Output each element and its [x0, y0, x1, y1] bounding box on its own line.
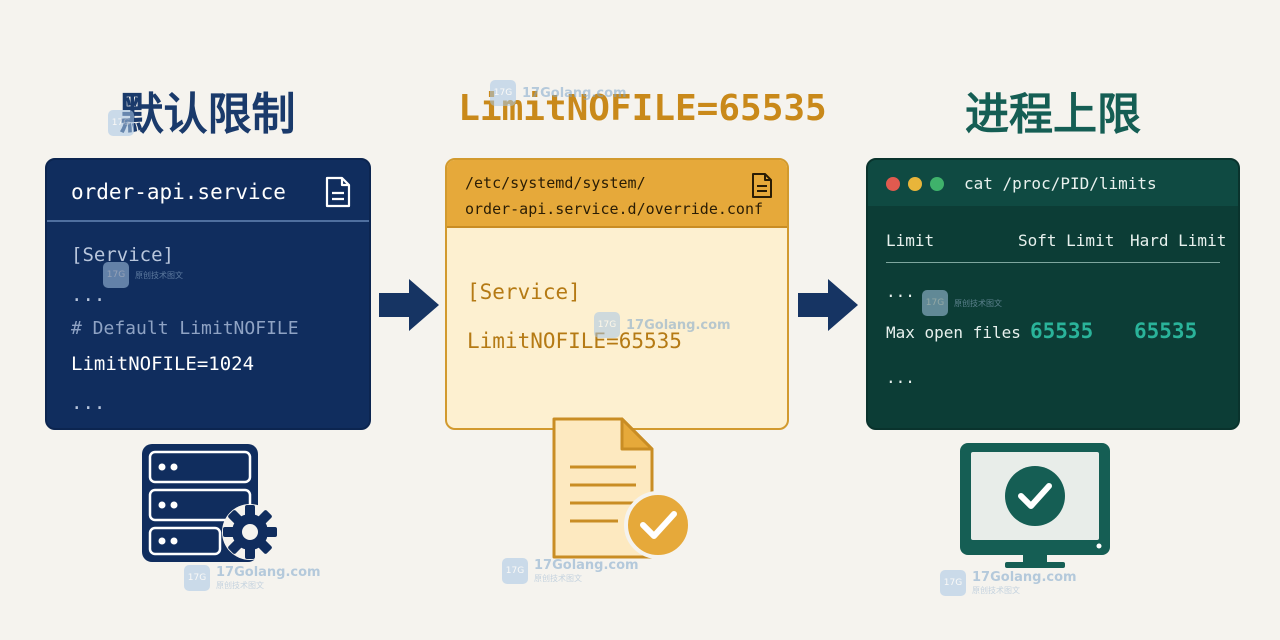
terminal-title-bar: cat /proc/PID/limits — [868, 160, 1238, 206]
watermark-tagline: 原创技术图文 — [534, 574, 582, 583]
watermark: 17G — [108, 110, 134, 136]
watermark-logo-icon: 17G — [594, 312, 620, 338]
file-icon — [752, 173, 772, 198]
process-limits-terminal: cat /proc/PID/limits Limit Soft Limit Ha… — [866, 158, 1240, 430]
server-gear-icon — [142, 444, 278, 562]
column-header-limit: Limit — [886, 231, 935, 250]
default-service-title: order-api.service — [71, 180, 286, 204]
minimize-dot-icon — [908, 177, 922, 191]
watermark-logo-icon: 17G — [940, 570, 966, 596]
watermark-tagline: 原创技术图文 — [954, 298, 1002, 308]
document-check-icon — [552, 417, 692, 559]
override-conf-panel: /etc/systemd/system/ order-api.service.d… — [445, 158, 789, 430]
watermark: 17G 原创技术图文 — [103, 262, 183, 288]
ellipsis-top: ... — [886, 282, 915, 301]
heading-process-limit: 进程上限 — [965, 89, 1141, 140]
watermark-site: 17Golang.com — [626, 317, 731, 333]
config-line: [Service] — [71, 244, 174, 266]
watermark: 17G 原创技术图文 — [922, 290, 1002, 316]
maximize-dot-icon — [930, 177, 944, 191]
override-conf-header: /etc/systemd/system/ order-api.service.d… — [447, 160, 787, 228]
file-icon — [325, 176, 351, 208]
override-path-line2: order-api.service.d/override.conf — [465, 200, 764, 218]
column-header-hard-limit: Hard Limit — [1130, 231, 1227, 250]
watermark-logo-icon: 17G — [490, 80, 516, 106]
column-header-soft-limit: Soft Limit — [1018, 231, 1115, 250]
watermark-site: 17Golang.com — [522, 85, 627, 101]
row-label-max-open-files: Max open files — [886, 323, 1021, 342]
config-line: ... — [71, 284, 106, 306]
watermark-tagline: 原创技术图文 — [972, 586, 1020, 595]
watermark-logo-icon: 17G — [108, 110, 134, 136]
override-limit-line: LimitNOFILE=65535 — [467, 329, 682, 353]
watermark: 17G 17Golang.com — [490, 80, 627, 106]
watermark-tagline: 原创技术图文 — [216, 581, 264, 590]
config-comment: # Default LimitNOFILE — [71, 318, 299, 339]
arrow-right-icon — [379, 279, 439, 331]
watermark-logo-icon: 17G — [103, 262, 129, 288]
watermark-logo-icon: 17G — [184, 565, 210, 591]
watermark: 17G 17Golang.com 原创技术图文 — [184, 565, 321, 591]
soft-limit-value: 65535 — [1030, 319, 1094, 343]
config-limit-line: LimitNOFILE=1024 — [71, 353, 255, 375]
monitor-check-icon — [960, 443, 1110, 568]
header-divider — [886, 262, 1220, 263]
watermark: 17G 17Golang.com — [594, 312, 731, 338]
override-section-line: [Service] — [467, 280, 581, 304]
watermark-site: 17Golang.com — [534, 558, 639, 573]
watermark-logo-icon: 17G — [922, 290, 948, 316]
close-dot-icon — [886, 177, 900, 191]
watermark-logo-icon: 17G — [502, 558, 528, 584]
watermark-site: 17Golang.com — [972, 570, 1077, 585]
terminal-command: cat /proc/PID/limits — [964, 174, 1157, 193]
config-line: ... — [71, 392, 106, 414]
default-service-header: order-api.service — [47, 160, 369, 222]
heading-default-limit: 默认限制 — [119, 89, 296, 140]
watermark-tagline: 原创技术图文 — [135, 270, 183, 280]
heading-limit-setting: LimitNOFILE=65535 — [458, 88, 827, 129]
override-path-line1: /etc/systemd/system/ — [465, 174, 646, 192]
watermark: 17G 17Golang.com 原创技术图文 — [502, 558, 639, 584]
hard-limit-value: 65535 — [1134, 319, 1198, 343]
watermark-site: 17Golang.com — [216, 565, 321, 580]
arrow-right-icon — [798, 279, 858, 331]
watermark: 17G 17Golang.com 原创技术图文 — [940, 570, 1077, 596]
default-service-panel: order-api.service [Service] ... # Defaul… — [45, 158, 371, 430]
ellipsis-bottom: ... — [886, 368, 915, 387]
